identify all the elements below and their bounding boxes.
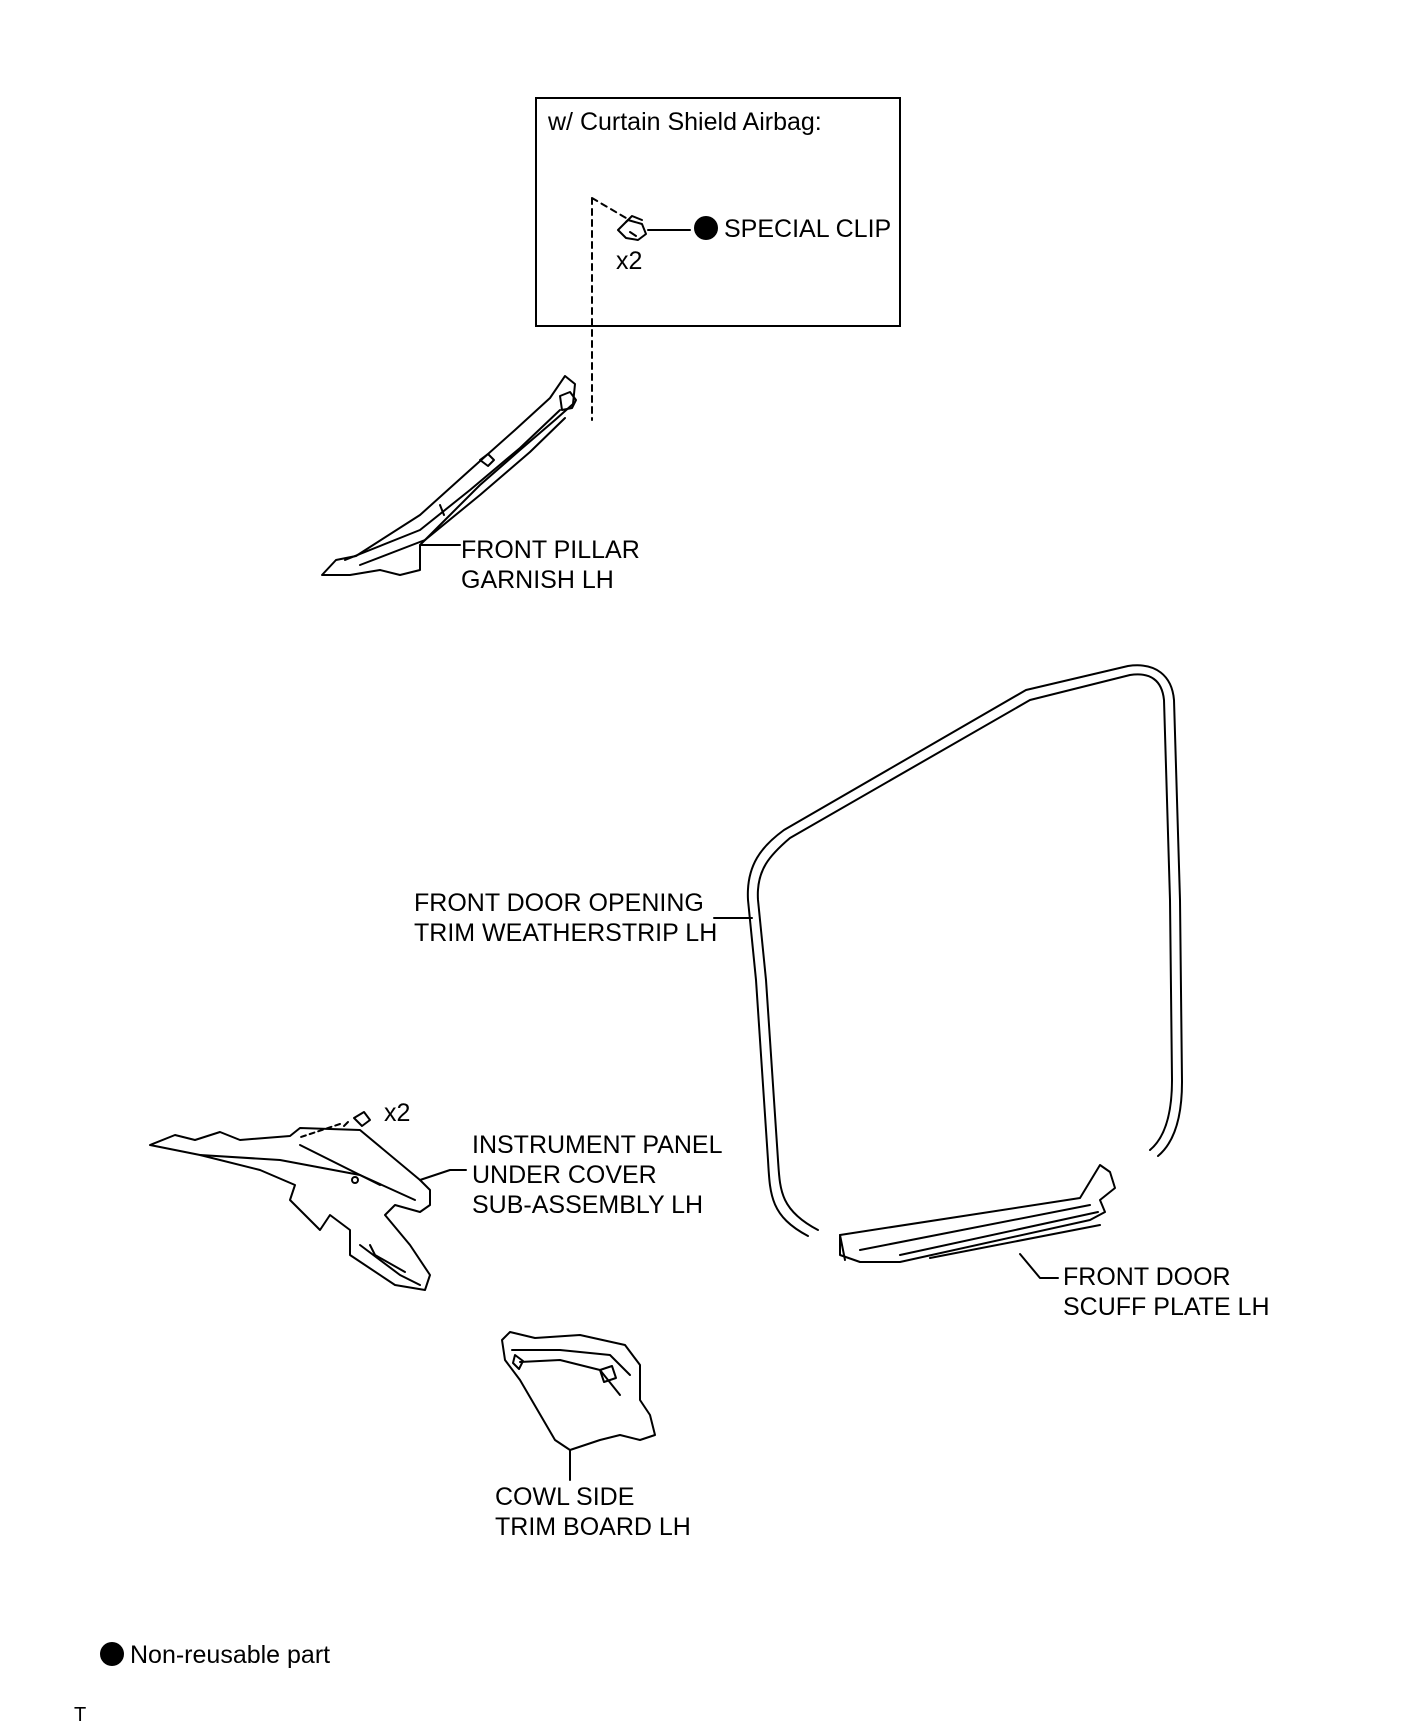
weatherstrip-drawing bbox=[746, 664, 1183, 1237]
screw-leader-dashed bbox=[297, 1123, 341, 1139]
cowl-side-drawing bbox=[501, 1331, 656, 1451]
clip-leader-dashed bbox=[591, 197, 627, 421]
cowl-side-label: COWL SIDE TRIM BOARD LH bbox=[495, 1483, 691, 1541]
legend-non-reusable: Non-reusable part bbox=[100, 1640, 330, 1670]
front-pillar-garnish-drawing bbox=[321, 375, 577, 576]
clip-quantity: x2 bbox=[616, 247, 643, 275]
under-cover-leader bbox=[419, 1169, 467, 1181]
scuff-plate-drawing bbox=[839, 1164, 1116, 1263]
weatherstrip-label: FRONT DOOR OPENING TRIM WEATHERSTRIP LH bbox=[414, 889, 718, 947]
inset-box bbox=[535, 97, 901, 327]
filled-circle-icon bbox=[100, 1642, 124, 1666]
filled-circle-icon bbox=[694, 216, 718, 240]
scuff-plate-label: FRONT DOOR SCUFF PLATE LH bbox=[1063, 1263, 1270, 1321]
footer-mark: T bbox=[74, 1704, 87, 1726]
scuff-plate-leader bbox=[1019, 1253, 1059, 1279]
front-pillar-garnish-label: FRONT PILLAR GARNISH LH bbox=[461, 536, 640, 594]
special-clip-label: SPECIAL CLIP bbox=[694, 214, 891, 244]
inset-title: w/ Curtain Shield Airbag: bbox=[548, 108, 822, 136]
under-cover-label: INSTRUMENT PANEL UNDER COVER SUB-ASSEMBL… bbox=[472, 1131, 723, 1219]
screw-quantity: x2 bbox=[384, 1099, 411, 1127]
special-clip-icon bbox=[617, 215, 647, 241]
screw-icon bbox=[343, 1111, 371, 1127]
under-cover-drawing bbox=[149, 1127, 431, 1291]
